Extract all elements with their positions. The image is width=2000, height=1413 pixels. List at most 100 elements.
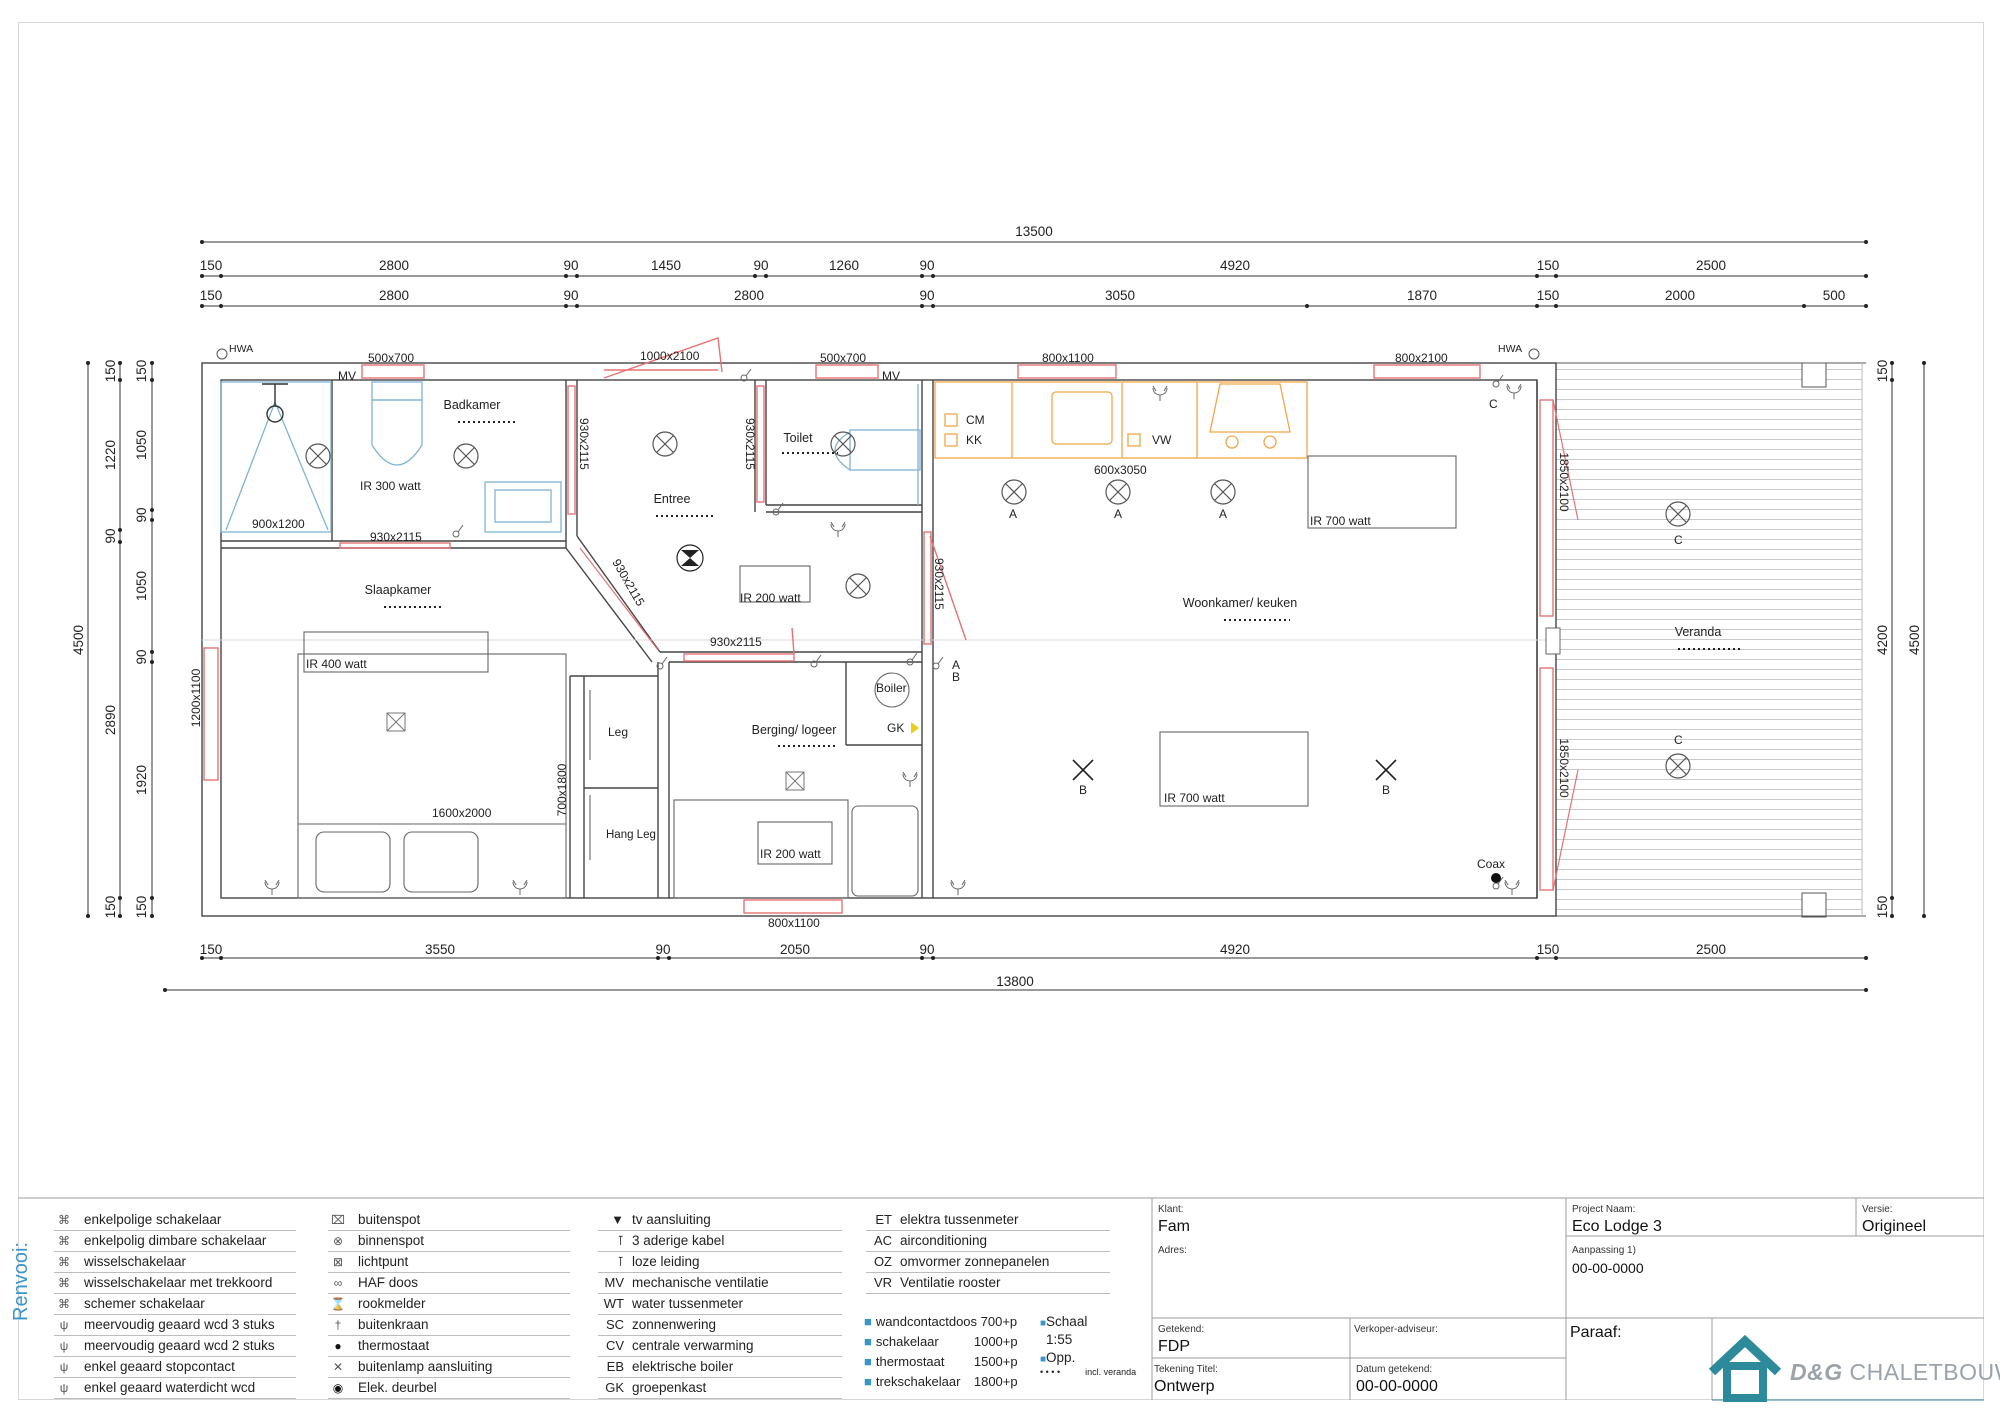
title-block-lines: [18, 1197, 1984, 1400]
svg-text:600x3050: 600x3050: [1094, 463, 1147, 477]
svg-text:500x700: 500x700: [368, 351, 414, 365]
indoor-spot-icon: [1001, 479, 1027, 505]
svg-text:A: A: [1009, 507, 1017, 521]
dim-t2: 3050: [1105, 288, 1135, 303]
klant-label: Klant:: [1158, 1204, 1184, 1215]
svg-text:Leg: Leg: [608, 725, 628, 739]
shower-head: [262, 383, 288, 423]
dim-li: 1920: [134, 765, 149, 795]
svg-text:HWA: HWA: [229, 343, 253, 355]
svg-text:MV: MV: [882, 369, 900, 383]
legend-label: buitenkraan: [358, 1317, 429, 1332]
switch-icon: [452, 524, 464, 538]
room-entree: Entree: [654, 492, 691, 506]
room-area-dots: [384, 421, 1740, 747]
dim-li: 150: [134, 896, 149, 919]
dim-t1: 1450: [651, 258, 681, 273]
adres-label: Adres:: [1158, 1245, 1187, 1256]
lightpoint-icon: [785, 771, 805, 791]
schaal-block: ■Schaal 1:55 ■Opp. • • • • incl. veranda: [1040, 1314, 1136, 1377]
veranda-post: [1801, 362, 1827, 388]
svg-text:930x2115: 930x2115: [609, 557, 647, 609]
legend-label: enkelpolig dimbare schakelaar: [84, 1233, 267, 1248]
legend-label: lichtpunt: [358, 1254, 409, 1269]
height-value: 1800+p: [973, 1374, 1018, 1389]
svg-text:A: A: [952, 658, 960, 672]
svg-text:A: A: [1219, 507, 1227, 521]
lightpoint-icon: [1072, 759, 1094, 781]
svg-text:1000x2100: 1000x2100: [640, 349, 700, 363]
dim-t2: 150: [200, 288, 223, 303]
socket-icon: [1152, 385, 1168, 402]
svg-text:IR 300 watt: IR 300 watt: [360, 479, 421, 493]
double-switch-icon: ⌘: [58, 1297, 70, 1311]
getekend-label: Getekend:: [1158, 1324, 1205, 1335]
dim-b: 3550: [425, 942, 455, 957]
switch-icon: [906, 652, 918, 666]
aanpassing-value: 00-00-0000: [1572, 1260, 1644, 1276]
height-label: trekschakelaar: [875, 1374, 961, 1389]
tekening-value: Ontwerp: [1154, 1378, 1215, 1395]
switch-icon: [932, 656, 944, 670]
thermostat-icon: ●: [334, 1339, 342, 1353]
svg-text:1200x1100: 1200x1100: [189, 668, 203, 727]
legend-label: buitenspot: [358, 1212, 421, 1227]
dim-li: 1050: [134, 430, 149, 460]
column-icon: [1545, 627, 1561, 655]
svg-text:GK: GK: [887, 721, 904, 735]
dim-b: 90: [919, 942, 934, 957]
indoor-spot-icon: [1210, 479, 1236, 505]
dim-t2: 2800: [734, 288, 764, 303]
dimension-ticks: [86, 240, 1926, 992]
legend-code: GK: [605, 1380, 624, 1395]
windows-doors: [203, 337, 1579, 914]
legend-label: loze leiding: [632, 1254, 700, 1269]
legend-code: SC: [605, 1317, 624, 1332]
dim-t2: 150: [1537, 288, 1560, 303]
legend-column-2: ⌧buitenspot ⊗binnenspot ⊠lichtpunt ∞HAF …: [328, 1210, 570, 1399]
svg-text:800x1100: 800x1100: [768, 916, 820, 930]
legend-title: Renvooi:: [9, 1242, 32, 1321]
svg-text:930x2115: 930x2115: [743, 418, 757, 470]
legend-row: ◉Elek. deurbel: [328, 1378, 570, 1399]
veranda-post: [1801, 892, 1827, 918]
versie-label: Versie:: [1862, 1204, 1893, 1215]
legend-label: omvormer zonnepanelen: [900, 1254, 1050, 1269]
triple-socket-icon: ψ: [59, 1318, 69, 1332]
dim-t2: 2000: [1665, 288, 1695, 303]
indoor-spot-icon: [652, 431, 678, 457]
dim-lm: 90: [103, 528, 118, 543]
lightpoint-icon: [1375, 759, 1397, 781]
veranda-deck: [1556, 368, 1862, 914]
legend-code: MV: [604, 1275, 625, 1290]
legend-label: elektrische boiler: [632, 1359, 734, 1374]
legend-label: rookmelder: [358, 1296, 426, 1311]
dim-overall-bottom: 13800: [996, 974, 1034, 989]
socket-icon: [950, 879, 966, 896]
legend-label: enkelpolige schakelaar: [84, 1212, 222, 1227]
schaal-label: ■Schaal: [1040, 1314, 1088, 1329]
legend-row: ⊺ loze leiding: [598, 1252, 842, 1273]
dim-lm: 2890: [103, 705, 118, 735]
empty-conduit-icon: ⊺: [617, 1254, 624, 1269]
datum-value: 00-00-0000: [1356, 1378, 1438, 1395]
socket-icon: [1506, 383, 1522, 400]
legend-row: ⌧buitenspot: [328, 1210, 570, 1231]
dim-b: 4920: [1220, 942, 1250, 957]
opp-label: ■Opp.: [1040, 1350, 1076, 1365]
legend-code: CV: [605, 1338, 624, 1353]
svg-text:1600x2000: 1600x2000: [432, 806, 492, 820]
legend-row: ⌘enkelpolig dimbare schakelaar: [54, 1231, 296, 1252]
dim-ri: 4200: [1875, 625, 1890, 655]
legend-row: ⌘wisselschakelaar: [54, 1252, 296, 1273]
legend-label: meervoudig geaard wcd 3 stuks: [84, 1317, 275, 1332]
svg-text:1850x2100: 1850x2100: [1557, 738, 1571, 798]
changeover-switch-icon: ⌘: [58, 1255, 70, 1269]
